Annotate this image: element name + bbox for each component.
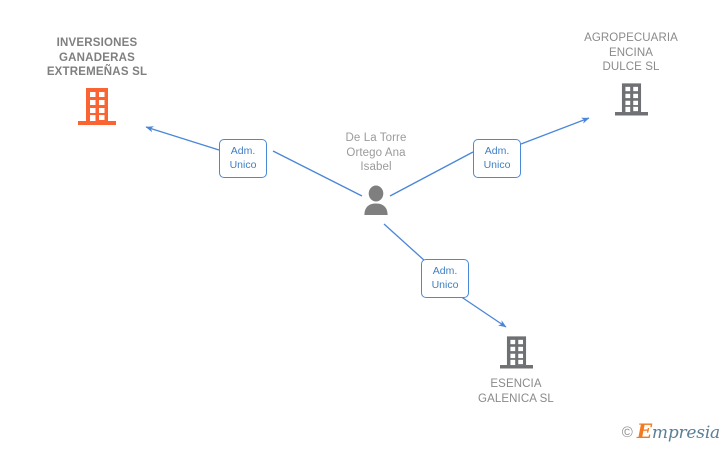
copyright-icon: ©	[621, 424, 633, 441]
company-label-esencia: ESENCIA GALENICA SL	[478, 378, 554, 405]
edge-line-box-left-to-inversiones	[145, 126, 220, 151]
edge-label-adm-unico-agropecuaria[interactable]: Adm. Unico	[473, 139, 521, 178]
building-icon	[556, 81, 706, 117]
edge-line-box-right-to-agropecuaria	[520, 117, 590, 145]
company-label-inversiones: INVERSIONES GANADERAS EXTREMEÑAS SL	[46, 37, 148, 78]
brand-wordmark: Empresia	[637, 421, 720, 443]
company-node-inversiones-ganaderas-extremenas[interactable]: INVERSIONES GANADERAS EXTREMEÑAS SL	[17, 36, 177, 126]
brand-rest: mpresia	[651, 423, 720, 443]
edge-label-adm-unico-inversiones[interactable]: Adm. Unico	[219, 139, 267, 178]
edge-label-adm-unico-esencia[interactable]: Adm. Unico	[421, 259, 469, 298]
person-node-de-la-torre-ortego-ana-isabel[interactable]: De La Torre Ortego Ana Isabel	[306, 131, 446, 215]
building-icon	[17, 86, 177, 126]
edge-line-person-to-box-bottom	[383, 223, 426, 262]
person-icon	[306, 185, 446, 215]
company-node-esencia-galenica[interactable]: ESENCIA GALENICA SL	[455, 334, 577, 406]
empresia-watermark: © Empresia	[621, 421, 720, 443]
building-icon	[455, 334, 577, 370]
person-label: De La Torre Ortego Ana Isabel	[345, 132, 407, 173]
brand-initial: E	[636, 419, 652, 443]
company-node-agropecuaria-encina-dulce[interactable]: AGROPECUARIA ENCINA DULCE SL	[556, 31, 706, 117]
edge-line-box-bottom-to-esencia	[456, 293, 507, 328]
company-label-agropecuaria: AGROPECUARIA ENCINA DULCE SL	[584, 32, 678, 73]
